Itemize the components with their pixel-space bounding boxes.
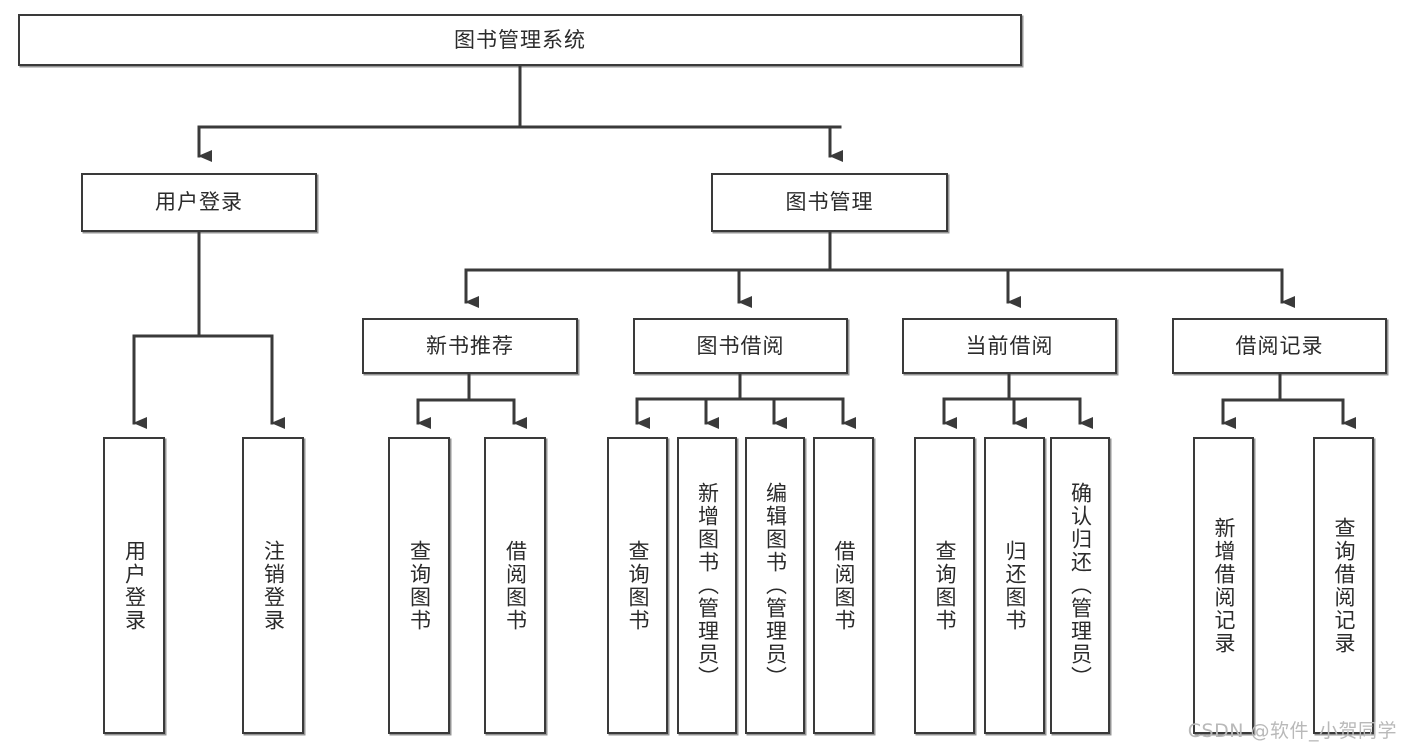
node-book-manage[interactable]: 图书管理 bbox=[711, 173, 948, 232]
node-new-book-rec-label: 新书推荐 bbox=[426, 333, 514, 358]
node-leaf-user-login-label: 用户登录 bbox=[122, 539, 147, 632]
node-new-book-rec[interactable]: 新书推荐 bbox=[362, 318, 578, 374]
node-root[interactable]: 图书管理系统 bbox=[18, 14, 1022, 66]
node-leaf-confirm-return[interactable]: 确认归还（管理员） bbox=[1050, 437, 1110, 734]
node-leaf-query-book-3[interactable]: 查询图书 bbox=[914, 437, 975, 734]
node-leaf-return-book[interactable]: 归还图书 bbox=[984, 437, 1045, 734]
node-leaf-borrow-book-1[interactable]: 借阅图书 bbox=[484, 437, 546, 734]
node-book-borrow-label: 图书借阅 bbox=[696, 333, 785, 358]
node-leaf-query-book-2-label: 查询图书 bbox=[626, 539, 650, 632]
node-leaf-query-book-2[interactable]: 查询图书 bbox=[607, 437, 668, 734]
node-leaf-edit-book[interactable]: 编辑图书（管理员） bbox=[745, 437, 805, 734]
node-user-login[interactable]: 用户登录 bbox=[81, 173, 317, 232]
node-borrow-record[interactable]: 借阅记录 bbox=[1172, 318, 1387, 374]
node-user-login-label: 用户登录 bbox=[155, 190, 243, 215]
node-leaf-user-logout-label: 注销登录 bbox=[261, 539, 286, 632]
node-leaf-borrow-book-1-label: 借阅图书 bbox=[503, 539, 528, 632]
node-leaf-query-book-3-label: 查询图书 bbox=[933, 539, 957, 632]
node-borrow-record-label: 借阅记录 bbox=[1235, 333, 1324, 358]
node-leaf-user-login[interactable]: 用户登录 bbox=[103, 437, 165, 734]
node-leaf-add-book[interactable]: 新增图书（管理员） bbox=[677, 437, 737, 734]
node-root-label: 图书管理系统 bbox=[454, 27, 586, 52]
node-leaf-query-book-1-label: 查询图书 bbox=[407, 539, 432, 632]
node-leaf-return-book-label: 归还图书 bbox=[1003, 539, 1027, 632]
node-leaf-user-logout[interactable]: 注销登录 bbox=[242, 437, 304, 734]
node-book-manage-label: 图书管理 bbox=[785, 190, 874, 215]
node-leaf-query-book-1[interactable]: 查询图书 bbox=[388, 437, 450, 734]
watermark: CSDN @软件_小贺同学 bbox=[1187, 720, 1397, 742]
node-current-borrow-label: 当前借阅 bbox=[965, 333, 1054, 358]
node-leaf-edit-book-label: 编辑图书（管理员） bbox=[763, 482, 788, 689]
node-leaf-borrow-book-2-label: 借阅图书 bbox=[832, 539, 856, 632]
node-leaf-query-record[interactable]: 查询借阅记录 bbox=[1313, 437, 1374, 734]
node-leaf-borrow-book-2[interactable]: 借阅图书 bbox=[813, 437, 874, 734]
node-leaf-add-record-label: 新增借阅记录 bbox=[1212, 516, 1236, 655]
node-current-borrow[interactable]: 当前借阅 bbox=[902, 318, 1117, 374]
node-book-borrow[interactable]: 图书借阅 bbox=[633, 318, 848, 374]
node-leaf-add-book-label: 新增图书（管理员） bbox=[695, 482, 720, 689]
node-leaf-confirm-return-label: 确认归还（管理员） bbox=[1068, 482, 1093, 689]
node-leaf-query-record-label: 查询借阅记录 bbox=[1332, 516, 1356, 655]
node-leaf-add-record[interactable]: 新增借阅记录 bbox=[1193, 437, 1254, 734]
